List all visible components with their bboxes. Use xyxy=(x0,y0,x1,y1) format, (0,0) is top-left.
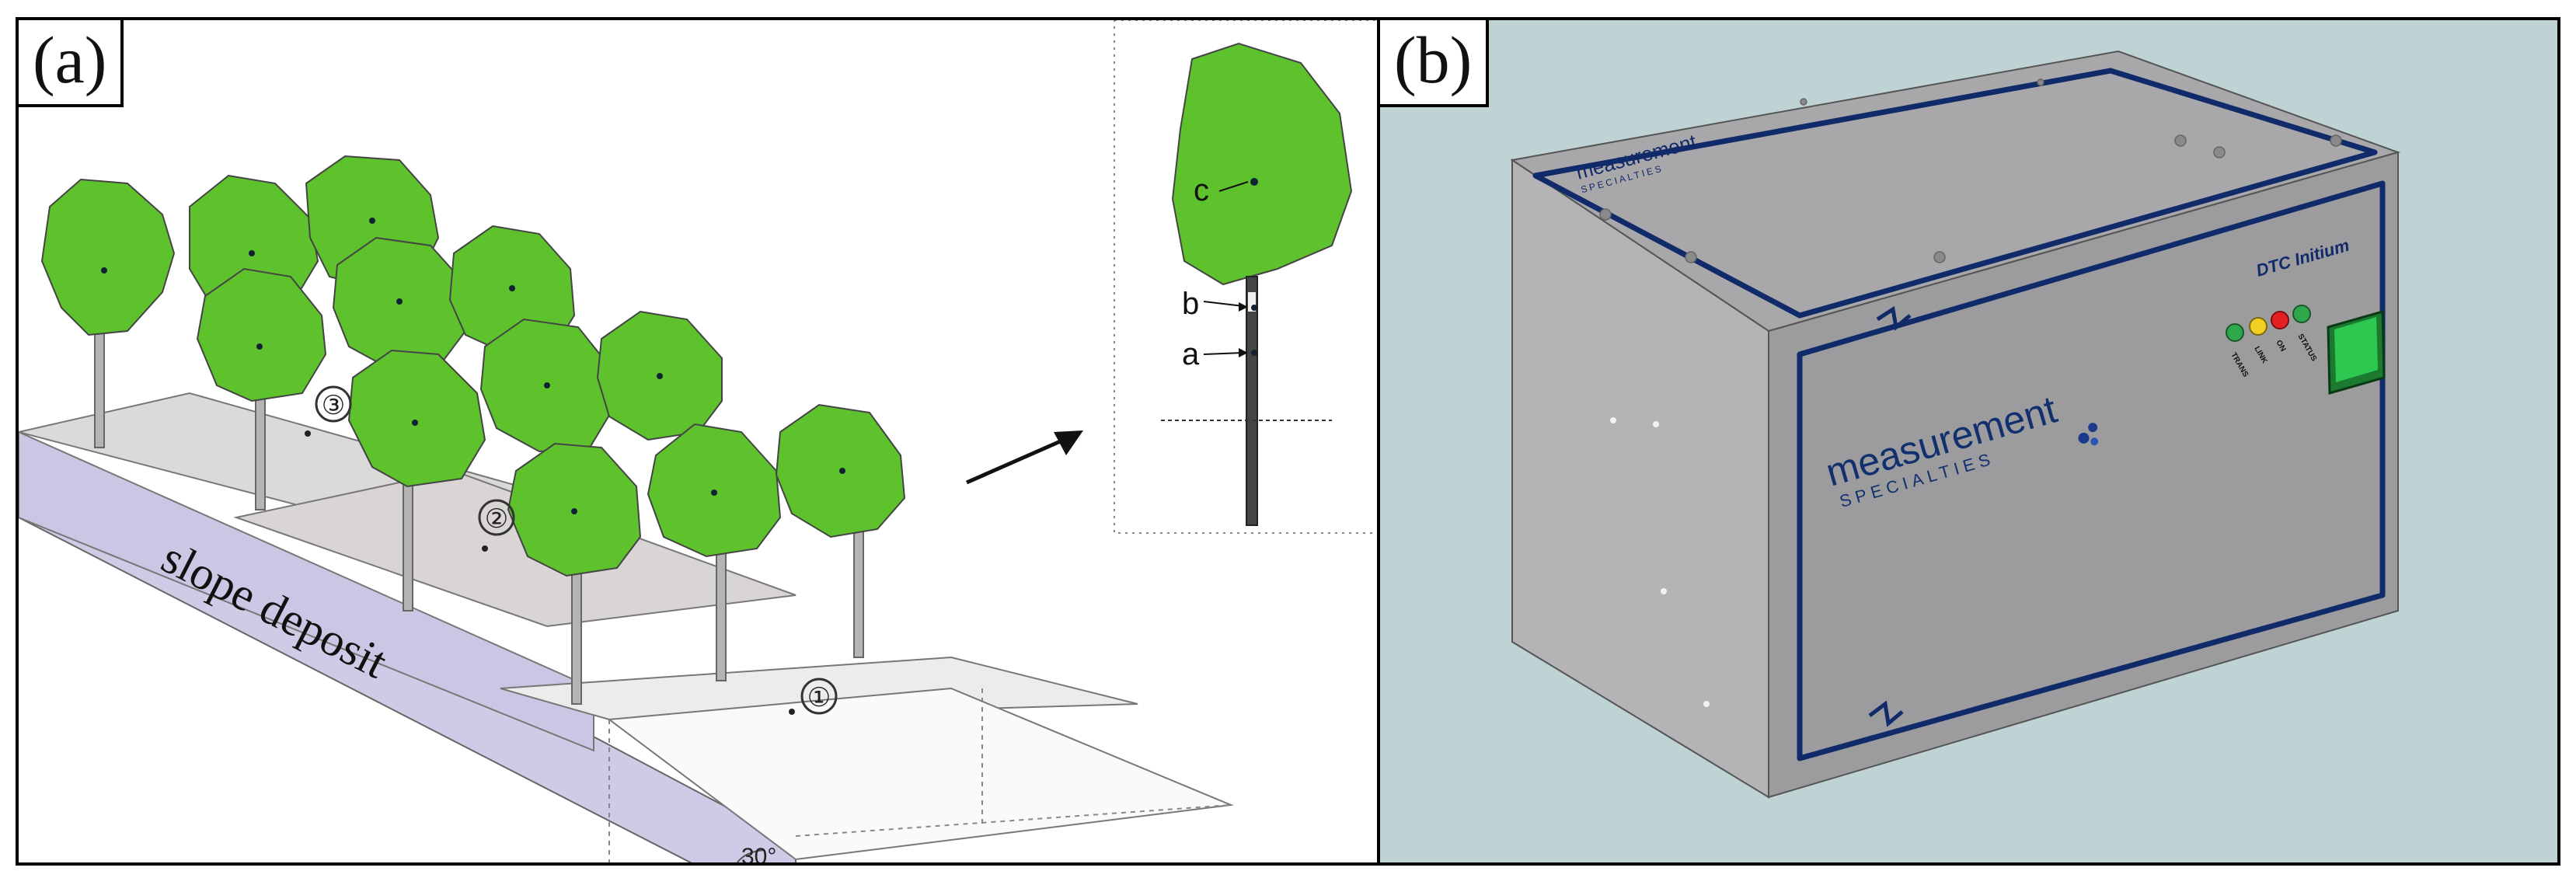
inset-label-b: b xyxy=(1182,287,1199,321)
panel-b: measurement SPECIALTIES DTC Initium meas… xyxy=(1377,17,2560,866)
inset-detail: c b a xyxy=(1114,20,1379,534)
top-screws xyxy=(1599,78,2342,263)
row-label-1: ① xyxy=(807,683,831,713)
top-trim xyxy=(1532,68,2378,319)
inset-label-c: c xyxy=(1194,173,1209,207)
power-button[interactable] xyxy=(2327,310,2386,395)
row-label-2: ② xyxy=(485,504,508,534)
panel-a-tag: (a) xyxy=(19,20,124,107)
row-markers xyxy=(315,385,838,715)
front-trim xyxy=(1797,180,2386,761)
trim-mark-top xyxy=(1876,305,1912,331)
zoom-arrow xyxy=(965,430,1083,485)
trim-mark-front xyxy=(1868,700,1904,727)
row-label-3: ③ xyxy=(322,391,345,420)
slope-angle-label: 30° xyxy=(741,844,776,866)
tree-centers xyxy=(101,218,845,514)
slope-diagram: ③ ② ① slope deposit 30° c b xyxy=(19,20,1379,866)
status-leds xyxy=(2226,305,2311,342)
instrument-box: measurement SPECIALTIES DTC Initium meas… xyxy=(1510,50,2401,799)
inset-label-a: a xyxy=(1182,337,1200,371)
panel-a: ③ ② ① slope deposit 30° c b xyxy=(16,17,1383,866)
slope-face-top xyxy=(19,430,594,752)
side-vents xyxy=(1610,417,1710,707)
panel-b-tag: (b) xyxy=(1380,20,1490,107)
terrace-2 xyxy=(233,469,797,628)
